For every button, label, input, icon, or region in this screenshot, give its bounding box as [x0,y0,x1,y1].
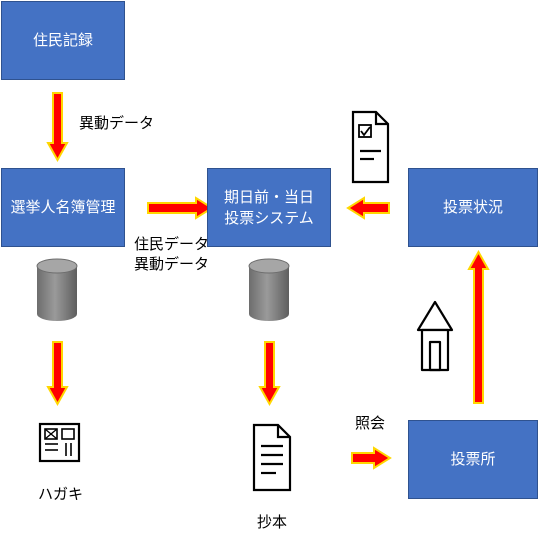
voting-system-box: 期日前・当日 投票システム [207,168,331,247]
arrow-right-query-to-station [351,446,392,470]
document-icon [252,423,292,492]
arrows [46,92,490,470]
arrow-up-station-to-status [467,249,490,404]
arrow-down-registry-to-postcard [46,341,69,407]
house-icon [416,300,454,372]
checklist-document-icon [351,110,390,184]
status-box: 投票状況 [408,168,538,247]
voter-registry-box: 選挙人名簿管理 [1,168,125,247]
residents-box: 住民記録 [1,1,125,80]
arrow-right-registry-to-system [147,196,214,220]
postcard-icon [38,422,81,463]
arrow-down-residents-to-registry [46,92,69,163]
query-label: 照会 [355,414,386,432]
extract-label: 抄本 [257,513,288,531]
arrow-down-system-to-extract [258,341,281,407]
database-icon [36,258,78,321]
change-data-label: 異動データ [79,114,155,132]
arrow-left-status-to-system [346,196,390,220]
resident-change-data-label: 住民データ 異動データ [134,235,210,274]
polling-station-box: 投票所 [408,420,538,499]
postcard-label: ハガキ [38,485,84,503]
database-icon [248,258,290,321]
